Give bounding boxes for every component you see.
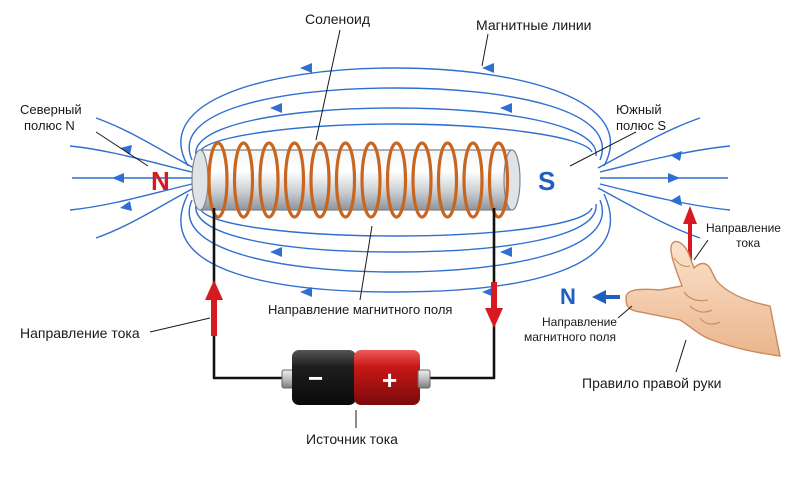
current-direction-label: Направление тока — [20, 325, 140, 341]
power-source-label: Источник тока — [306, 431, 398, 447]
battery-negative-half — [292, 350, 356, 405]
hand-current-label-line1: Направление — [706, 221, 781, 235]
hand-current-arrow-icon — [683, 206, 697, 282]
hand-icon — [625, 240, 781, 357]
coil-turn — [462, 141, 484, 219]
battery-terminal-right — [417, 369, 431, 389]
hand-rule-leader — [675, 339, 687, 373]
south-pole-letter: S — [538, 166, 555, 196]
coil-turn — [232, 141, 255, 219]
battery-plus-sign: + — [382, 365, 397, 395]
coil-turn — [411, 141, 433, 219]
south-pole-label-line2: полюс S — [616, 118, 666, 133]
south-pole-label-line1: Южный — [616, 102, 662, 117]
solenoid-coil — [191, 141, 521, 219]
battery-minus-sign: − — [308, 363, 323, 393]
circuit-wires — [212, 208, 496, 380]
coil-turn — [487, 141, 510, 219]
north-pole-label-line1: Северный — [20, 102, 82, 117]
field-direction-label: Направление магнитного поля — [268, 302, 452, 317]
solenoid-label: Соленоид — [305, 11, 370, 27]
coil-turn — [258, 141, 280, 219]
hand-field-label-line2: магнитного поля — [524, 330, 616, 344]
coil-turn — [309, 141, 331, 219]
coil-turn — [436, 141, 459, 219]
hand-north-letter: N — [560, 284, 576, 309]
current-arrow-left — [205, 280, 223, 336]
coil-turn — [334, 141, 357, 219]
hand-field-leader — [617, 305, 633, 319]
hand-field-label-line1: Направление — [542, 315, 617, 329]
right-hand-rule-label: Правило правой руки — [582, 375, 721, 391]
north-pole-letter: N — [151, 166, 170, 196]
core-end-left — [191, 149, 209, 211]
coil-turn — [360, 141, 382, 219]
field-lines-label: Магнитные линии — [476, 17, 592, 33]
magnetic-field-lines — [69, 67, 731, 293]
coil-turn — [283, 141, 306, 219]
hand-current-label-line2: тока — [736, 236, 761, 250]
right-hand-rule-illustration: N Направление тока Направление магнитног… — [524, 206, 781, 391]
battery-positive-half — [354, 350, 420, 405]
coil-turns — [207, 141, 510, 219]
coil-turn — [385, 141, 408, 219]
hand-field-arrow-icon — [592, 290, 620, 304]
coil-turn — [207, 141, 229, 219]
battery: − + — [281, 350, 431, 405]
hand-current-leader — [693, 239, 709, 261]
north-pole-label-line2: полюс N — [24, 118, 75, 133]
current-arrow-right — [485, 282, 503, 328]
leader-lines — [95, 29, 637, 428]
